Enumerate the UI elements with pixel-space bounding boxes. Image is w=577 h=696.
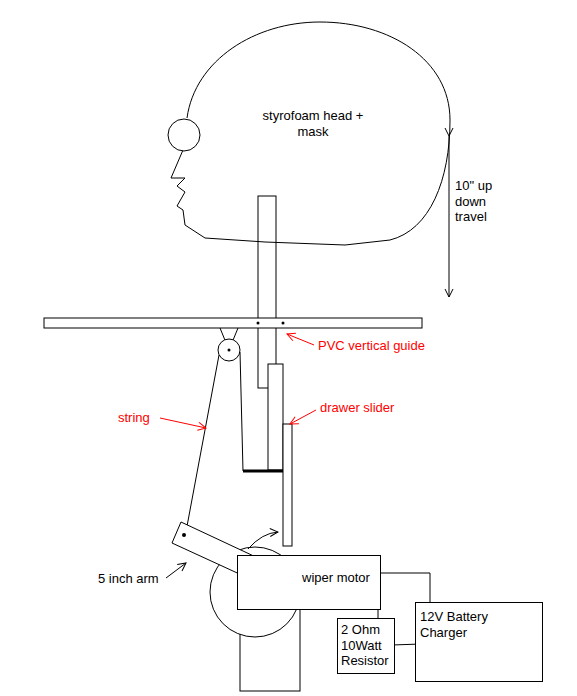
charger-box: 12V Battery Charger bbox=[415, 602, 543, 682]
string bbox=[185, 355, 219, 537]
drawer-slider-outer bbox=[283, 424, 292, 546]
rotation-arrow bbox=[248, 532, 278, 549]
travel-arrow bbox=[449, 136, 450, 297]
part-label: 5 inch arm bbox=[98, 571, 168, 587]
guide-hole bbox=[257, 322, 260, 325]
motor-box: wiper motor bbox=[237, 555, 381, 610]
leader-arrow bbox=[160, 418, 206, 428]
leader-arrow bbox=[290, 410, 316, 424]
node-text: 12V Battery Charger bbox=[420, 609, 538, 640]
part-label: drawer slider bbox=[320, 400, 440, 416]
node-text: styrofoam head + mask bbox=[253, 108, 373, 139]
leader-arrow bbox=[166, 563, 186, 578]
pulley bbox=[218, 339, 240, 361]
pulley-axle bbox=[228, 349, 231, 352]
guide-hole bbox=[282, 322, 285, 325]
head-outline: styrofoam head + mask bbox=[165, 20, 465, 250]
pvc-post bbox=[258, 196, 276, 388]
leader-arrow bbox=[287, 334, 314, 345]
drawer-slider-inner bbox=[268, 364, 283, 470]
string-clamp bbox=[243, 470, 283, 473]
node-text: wiper motor bbox=[302, 570, 376, 586]
string bbox=[240, 352, 243, 471]
arm-pin bbox=[182, 533, 186, 537]
wire bbox=[381, 573, 430, 602]
part-label: string bbox=[118, 410, 178, 426]
node-text: 2 Ohm 10Watt Resistor bbox=[341, 622, 391, 669]
wire bbox=[378, 610, 379, 618]
dimension-label: 10" up down travel bbox=[455, 178, 493, 225]
platform bbox=[44, 318, 422, 328]
resistor-box: 2 Ohm 10Watt Resistor bbox=[337, 618, 395, 674]
part-label: PVC vertical guide bbox=[318, 338, 458, 354]
